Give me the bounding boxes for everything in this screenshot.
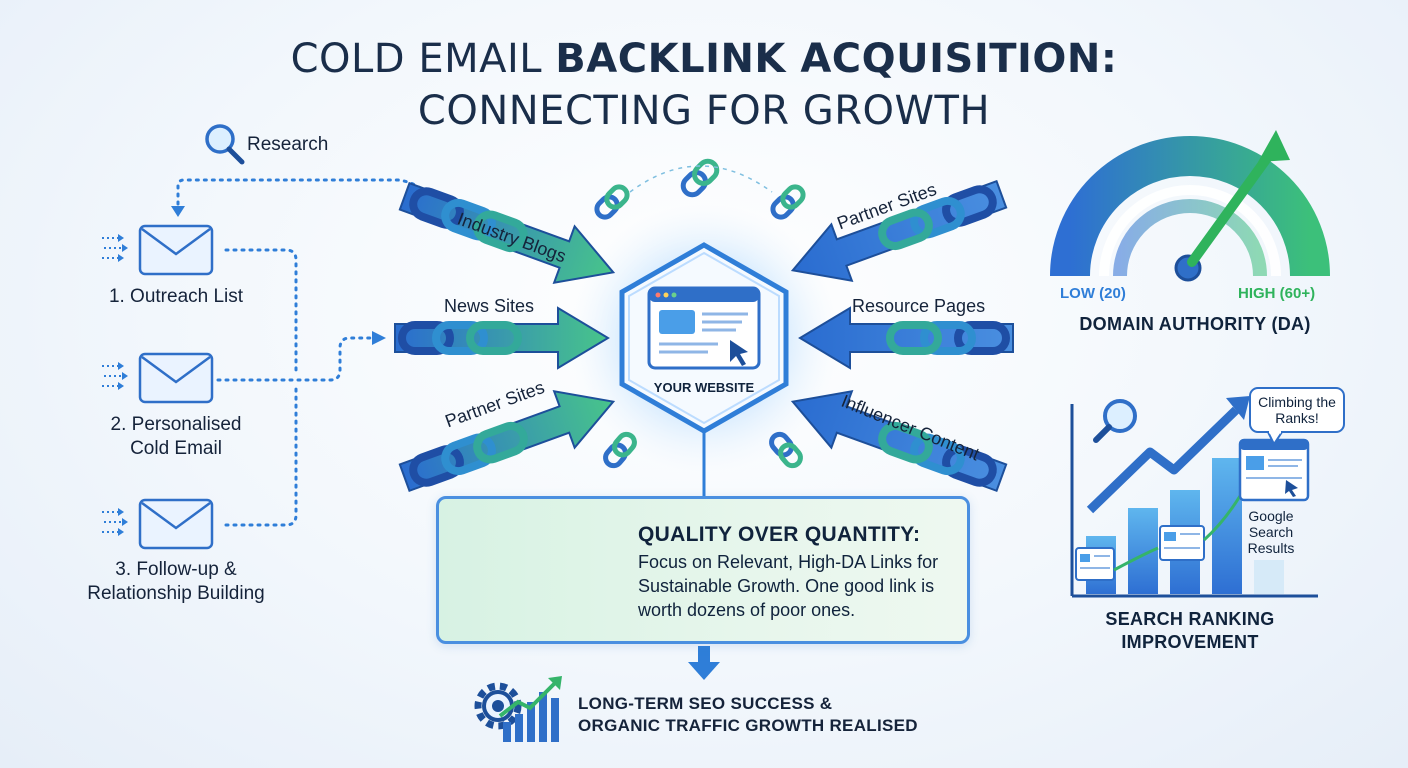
chain-link-icon [769, 431, 803, 469]
domain-authority-gauge [1050, 130, 1330, 282]
link-arrow-news-sites [394, 306, 610, 370]
chain-link-icon [680, 158, 720, 198]
browser-window-icon [647, 286, 761, 370]
result-card-icon [1159, 525, 1205, 561]
step-line: 1. Outreach List [108, 286, 244, 307]
step-line: Cold Email [130, 438, 222, 459]
outreach-flow [102, 124, 432, 550]
speech-bubble-text: Climbing the Ranks! [1258, 394, 1336, 426]
step-line: 3. Follow-up & [115, 559, 237, 580]
source-label-resource-pages: Resource Pages [852, 296, 986, 316]
source-label-news-sites: News Sites [444, 296, 535, 316]
link-arrow-partner-sites-left [398, 390, 616, 493]
footer-line-2: ORGANIC TRAFFIC GROWTH REALISED [578, 716, 918, 735]
search-icon [1093, 399, 1137, 443]
down-arrow-icon [688, 646, 720, 680]
search-ranking-title-line: IMPROVEMENT [1121, 632, 1259, 652]
gauge-high-label: HIGH (60+) [1238, 285, 1316, 302]
speech-bubble [1249, 387, 1345, 446]
title-regular: COLD EMAIL [290, 36, 556, 82]
link-arrow-partner-sites-right [790, 179, 1008, 282]
research-label: Research [247, 134, 329, 155]
domain-authority-title: DOMAIN AUTHORITY (DA) [1079, 314, 1311, 334]
search-icon [205, 124, 245, 165]
search-ranking-title: SEARCH RANKING IMPROVEMENT [1070, 608, 1310, 654]
hub-label: YOUR WEBSITE [654, 380, 755, 395]
your-website-hub: YOUR WEBSITE [619, 242, 789, 434]
page-title-line-2: CONNECTING FOR GROWTH [417, 88, 991, 134]
step-line: 2. Personalised [110, 414, 242, 435]
chain-link-icon [770, 184, 806, 220]
link-arrow-influencer-content [790, 390, 1008, 493]
gear-growth-icon [474, 676, 562, 742]
step-outreach-list: 1. Outreach List [66, 285, 286, 309]
result-card-icon [1075, 547, 1115, 581]
chain-link-icon [603, 431, 637, 469]
link-arrow-industry-blogs [398, 181, 616, 284]
quality-title: QUALITY OVER QUANTITY: [638, 523, 921, 546]
page-title-line-1: COLD EMAIL BACKLINK ACQUISITION: [0, 36, 1408, 82]
step-personalised-email: 2. Personalised Cold Email [66, 413, 286, 461]
quality-panel [436, 496, 970, 644]
footer-line-1: LONG-TERM SEO SUCCESS & [578, 694, 833, 713]
chain-link-icon [594, 184, 630, 220]
envelope-icon [102, 498, 214, 550]
title-bold: BACKLINK ACQUISITION: [555, 36, 1118, 82]
envelope-icon [102, 352, 214, 404]
link-arrow-resource-pages [798, 306, 1014, 370]
google-results-label: Google Search Results [1247, 508, 1295, 556]
step-follow-up: 3. Follow-up & Relationship Building [56, 558, 296, 606]
quality-body: Focus on Relevant, High-DA Links for Sus… [638, 552, 939, 620]
google-results-card [1238, 438, 1310, 502]
gauge-low-label: LOW (20) [1060, 285, 1126, 302]
search-ranking-chart [1070, 387, 1345, 598]
step-line: Relationship Building [87, 583, 265, 604]
envelope-icon [102, 224, 214, 276]
ranking-bar [1254, 560, 1284, 594]
cursor-icon [730, 340, 748, 366]
search-ranking-title-line: SEARCH RANKING [1105, 609, 1275, 629]
gauge-needle [1174, 130, 1290, 282]
